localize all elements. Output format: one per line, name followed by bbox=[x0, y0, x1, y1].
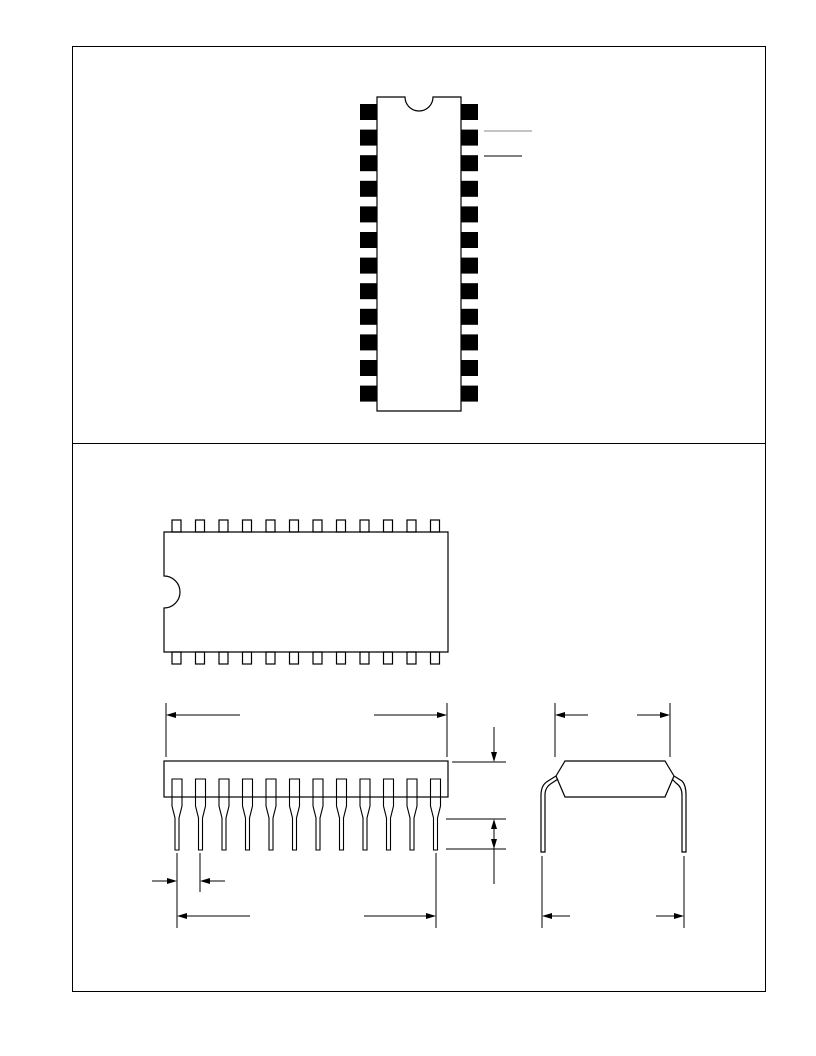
upper-lead bbox=[382, 519, 394, 533]
height-arrow bbox=[491, 752, 497, 762]
left-pad bbox=[360, 155, 377, 172]
right-pad bbox=[461, 360, 478, 376]
front-lead bbox=[265, 778, 277, 851]
lower-lead bbox=[194, 651, 206, 665]
upper-lead bbox=[218, 519, 229, 533]
upper-lead bbox=[429, 519, 441, 533]
package-outline-panel bbox=[72, 443, 766, 992]
upper-lead-row bbox=[171, 519, 441, 533]
lower-lead bbox=[265, 651, 276, 665]
lower-lead bbox=[335, 651, 347, 665]
end-body bbox=[555, 760, 675, 798]
lower-lead bbox=[312, 651, 323, 665]
top-view-ic bbox=[360, 96, 532, 412]
front-body bbox=[163, 760, 449, 798]
lower-lead bbox=[382, 651, 394, 665]
left-pad bbox=[360, 129, 377, 146]
front-lead bbox=[429, 778, 442, 851]
lower-lead bbox=[359, 651, 370, 665]
right-pad bbox=[461, 257, 478, 274]
lower-lead bbox=[218, 651, 229, 665]
ic-body-outline bbox=[376, 96, 462, 412]
front-lead bbox=[359, 778, 371, 851]
lower-lead bbox=[241, 651, 253, 665]
package-top-view bbox=[163, 519, 449, 665]
length-arrow-left bbox=[166, 712, 176, 718]
left-pad bbox=[360, 180, 377, 197]
right-pad bbox=[461, 155, 478, 172]
upper-lead bbox=[288, 519, 300, 533]
lower-lead bbox=[406, 651, 417, 665]
front-lead bbox=[241, 778, 254, 851]
lead-arrow-bottom bbox=[491, 839, 497, 849]
front-lead bbox=[194, 778, 207, 851]
right-pad bbox=[461, 206, 478, 223]
spread-arrow-left bbox=[542, 913, 552, 919]
upper-lead bbox=[241, 519, 253, 533]
front-lead-row bbox=[171, 778, 442, 851]
front-lead bbox=[171, 778, 183, 851]
left-pad bbox=[360, 360, 377, 376]
left-pad bbox=[360, 308, 377, 325]
span-arrow-right bbox=[426, 913, 436, 919]
upper-lead bbox=[265, 519, 276, 533]
spread-arrow-right bbox=[674, 913, 684, 919]
package-body bbox=[163, 531, 449, 653]
front-lead bbox=[218, 778, 230, 851]
bodywidth-arrow-left bbox=[555, 712, 565, 718]
lower-lead bbox=[171, 651, 182, 665]
right-pad bbox=[461, 385, 478, 402]
span-arrow-left bbox=[177, 913, 187, 919]
lower-lead bbox=[429, 651, 441, 665]
left-pad bbox=[360, 257, 377, 274]
right-pad bbox=[461, 129, 478, 146]
left-pad bbox=[360, 283, 377, 300]
right-pad bbox=[461, 180, 478, 197]
lower-lead bbox=[288, 651, 300, 665]
right-pad bbox=[461, 308, 478, 325]
bodywidth-arrow-right bbox=[660, 712, 670, 718]
upper-lead bbox=[171, 519, 182, 533]
left-pad bbox=[360, 206, 377, 223]
front-lead bbox=[288, 778, 301, 851]
pitch-arrow-right bbox=[200, 878, 210, 884]
right-pad bbox=[461, 283, 478, 300]
upper-lead bbox=[335, 519, 347, 533]
left-pad bbox=[360, 232, 377, 248]
end-lead-right bbox=[671, 775, 687, 853]
front-lead bbox=[312, 778, 324, 851]
left-pad bbox=[360, 385, 377, 402]
upper-lead bbox=[194, 519, 206, 533]
left-pad-column bbox=[360, 104, 377, 402]
left-pad bbox=[360, 104, 377, 120]
upper-lead bbox=[406, 519, 417, 533]
front-lead bbox=[406, 778, 418, 851]
lead-arrow-top bbox=[491, 819, 497, 829]
right-pad bbox=[461, 232, 478, 248]
pitch-arrow-left bbox=[167, 878, 177, 884]
length-arrow-right bbox=[437, 712, 447, 718]
right-pad-column bbox=[461, 104, 478, 402]
lower-lead-row bbox=[171, 651, 441, 665]
end-lead-left bbox=[540, 775, 559, 853]
front-lead bbox=[382, 778, 395, 851]
package-end-view bbox=[540, 703, 687, 928]
left-pad bbox=[360, 334, 377, 351]
package-front-view bbox=[152, 703, 506, 928]
right-pad bbox=[461, 334, 478, 351]
front-lead bbox=[335, 778, 348, 851]
upper-lead bbox=[312, 519, 323, 533]
right-pad bbox=[461, 104, 478, 120]
upper-lead bbox=[359, 519, 370, 533]
